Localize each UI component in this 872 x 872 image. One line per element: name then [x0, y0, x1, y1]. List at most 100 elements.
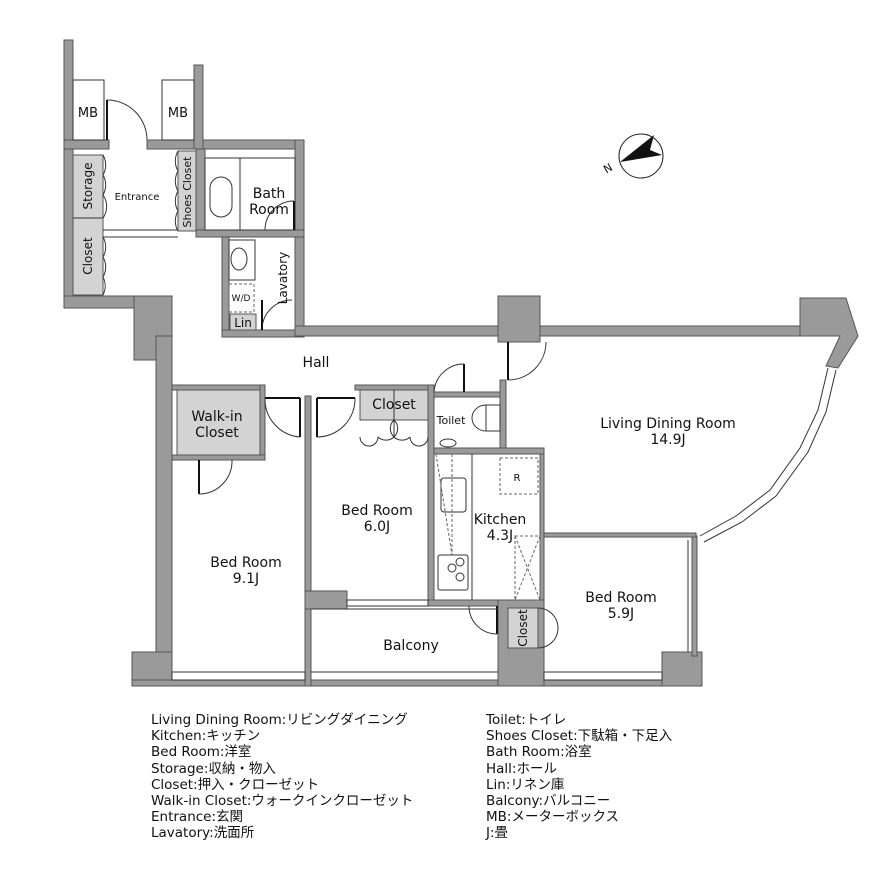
walkin-closet-area: [176, 389, 261, 456]
legend-item: Entrance:玄関: [151, 809, 244, 826]
toilet-bowl-icon: [471, 404, 487, 432]
room-labels: MB MB Storage Closet Entrance Shoes Clos…: [78, 106, 736, 654]
bed3-window: [543, 671, 663, 681]
sink-icon: [230, 247, 248, 271]
bath-room-label-1: Bath: [253, 186, 286, 202]
closet-mid-label: Closet: [372, 397, 416, 413]
bed-room-3-label: Bed Room: [585, 590, 656, 606]
bed-room-2-label: Bed Room: [341, 503, 412, 519]
lin-label: Lin: [234, 316, 252, 330]
toilet-label: Toilet: [436, 414, 466, 427]
wall: [63, 39, 74, 309]
wall: [304, 590, 348, 610]
toilet-tank: [485, 404, 501, 432]
bay-window: [699, 367, 829, 537]
wall: [294, 325, 846, 337]
wall: [195, 148, 206, 238]
wall: [691, 535, 698, 657]
walls: [63, 39, 859, 687]
wall: [661, 651, 703, 687]
legend-item: Closet:押入・クローゼット: [151, 776, 320, 793]
wall: [221, 329, 305, 338]
compass-north-label: N: [601, 161, 615, 176]
bed1-window: [171, 671, 306, 681]
shoes-closet-label: Shoes Closet: [181, 156, 194, 228]
wd-label: W/D: [232, 294, 251, 304]
bed-room-1-size: 9.1J: [233, 571, 259, 587]
legend-item: Hall:ホール: [486, 760, 557, 777]
fridge-box: [499, 457, 539, 495]
bath-room-label-2: Room: [249, 202, 289, 218]
legend-item: Shoes Closet:下駄箱・下足入: [486, 728, 673, 745]
legend-item: Bath Room:浴室: [486, 744, 592, 761]
lavatory-label: Lavatory: [276, 252, 290, 305]
fridge-label: R: [514, 473, 521, 484]
washer-dryer-box: [228, 283, 255, 313]
sink-counter: [228, 239, 256, 281]
legend-item: Kitchen:キッチン: [151, 728, 261, 745]
kitchen-size: 4.3J: [487, 528, 513, 544]
toilet-sink-icon: [439, 438, 457, 448]
wall: [63, 139, 110, 150]
legend-item: Walk-in Closet:ウォークインクローゼット: [151, 793, 414, 810]
bathtub-icon: [209, 176, 233, 218]
lin-area: [229, 313, 257, 331]
wall: [259, 384, 266, 461]
bed-room-2-size: 6.0J: [364, 519, 390, 535]
mb-box-2: [161, 79, 195, 141]
closet-entrance-label: Closet: [81, 237, 95, 275]
storage-label: Storage: [81, 163, 95, 210]
legend-item: Balcony:バルコニー: [486, 793, 611, 810]
bed-room-3-size: 5.9J: [608, 606, 634, 622]
compass-arrow-icon: [620, 135, 662, 162]
legend-right: Toilet:トイレ Shoes Closet:下駄箱・下足入 Bath Roo…: [486, 712, 672, 842]
living-dining-room-size: 14.9J: [650, 432, 685, 448]
entrance-label: Entrance: [115, 192, 160, 203]
wall: [799, 297, 859, 369]
kitchen-sink-icon: [440, 477, 467, 513]
pantry-box: [514, 535, 541, 601]
storage-closet-area: [72, 154, 104, 296]
bed-room-1-label: Bed Room: [210, 555, 281, 571]
mb-label-1: MB: [78, 106, 98, 121]
wall: [539, 453, 545, 605]
wall: [221, 236, 230, 338]
legend-item: Lavatory:洗面所: [151, 825, 255, 842]
walkin-closet-label-2: Closet: [195, 425, 239, 441]
compass: N: [601, 133, 664, 179]
legend-left: Living Dining Room:リビングダイニング Kitchen:キッチ…: [151, 712, 413, 842]
wall: [433, 391, 505, 398]
wall: [131, 679, 703, 687]
balcony-label: Balcony: [383, 638, 439, 654]
wall: [354, 384, 433, 391]
wall: [427, 384, 435, 606]
hall-label: Hall: [303, 355, 330, 371]
mb-box-1: [72, 79, 105, 141]
wall: [146, 139, 305, 150]
closet-bed3-label: Closet: [516, 609, 530, 647]
wall: [155, 335, 173, 687]
wall: [497, 295, 541, 343]
wall: [195, 229, 305, 238]
legend-item: MB:メーターボックス: [486, 809, 620, 826]
wall: [193, 64, 204, 150]
legend-item: Storage:収納・物入: [151, 760, 276, 777]
legend-item: Living Dining Room:リビングダイニング: [151, 712, 408, 728]
wall: [171, 384, 266, 391]
legend-item: Toilet:トイレ: [486, 712, 567, 728]
wall: [304, 395, 312, 687]
wall: [543, 532, 697, 538]
kitchen-label: Kitchen: [474, 512, 527, 528]
legend-item: Bed Room:洋室: [151, 744, 252, 761]
mb-label-2: MB: [168, 106, 188, 121]
walkin-closet-label-1: Walk-in: [191, 409, 242, 425]
living-dining-room-label: Living Dining Room: [600, 416, 736, 432]
doors: [102, 99, 837, 681]
legend-item: J:畳: [486, 825, 509, 842]
closet-bed3-area: [507, 607, 539, 649]
legend-item: Lin:リネン庫: [486, 776, 565, 793]
wall: [171, 454, 266, 461]
stove-icon: [437, 554, 469, 591]
wall: [427, 599, 501, 607]
